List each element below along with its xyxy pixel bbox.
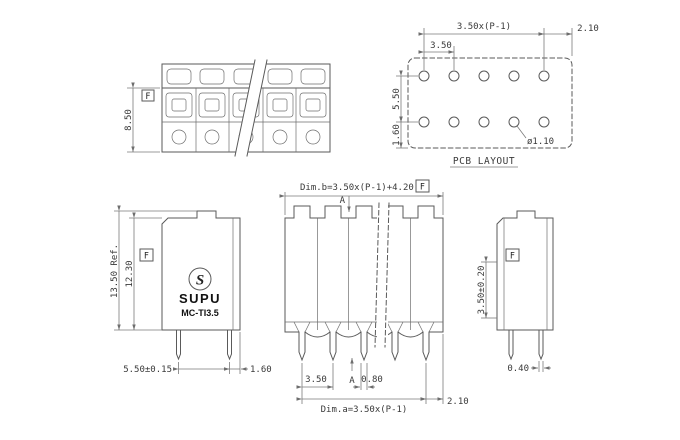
solder-pin — [391, 331, 399, 362]
dim-height-label: 8.50 — [124, 109, 134, 131]
f-mark-label: F — [510, 252, 515, 262]
dim-pin-width-label: 0.80 — [361, 375, 383, 385]
solder-pin — [227, 329, 232, 361]
f-mark-label: F — [146, 92, 151, 102]
break-line — [374, 202, 380, 348]
wire-port-circle — [171, 129, 187, 145]
pcb-hole — [538, 116, 550, 128]
pcb-hole — [478, 116, 490, 128]
f-mark-box — [415, 179, 430, 193]
model-number: MC-TI3.5 — [181, 308, 219, 318]
dim-rowgap-label: 5.50 — [392, 88, 402, 110]
dim-end-margin-label: 2.10 — [447, 397, 469, 407]
f-mark-box — [505, 248, 520, 262]
section-a-top-label: A — [340, 196, 346, 206]
dim-overall-height-label: 13.50 Ref. — [110, 244, 120, 298]
section-a-bottom-label: A — [349, 376, 355, 386]
body-bottom-profile — [284, 331, 444, 338]
break-mask — [235, 60, 267, 156]
break-mask — [377, 203, 388, 347]
pcb-hole — [448, 116, 460, 128]
f-mark-label: F — [420, 183, 425, 193]
solder-pin — [329, 331, 337, 362]
pcb-layout-view: 3.50x(P-1) 2.10 3.50 5.50 1.60 ø1.10 PCB… — [392, 22, 599, 168]
side-body-outline — [496, 210, 554, 331]
pcb-hole — [418, 70, 430, 82]
f-mark-box — [139, 248, 154, 262]
pcb-hole — [448, 70, 460, 82]
supu-logo-letter: S — [196, 273, 204, 289]
f-mark-box — [141, 89, 155, 102]
dim-end-label: 2.10 — [577, 24, 599, 34]
pcb-hole — [508, 70, 520, 82]
side-view-left: F S SUPU MC-TI3.5 13.50 Ref. 12.30 5.50±… — [110, 205, 272, 375]
hole-diameter-label: ø1.10 — [527, 137, 554, 147]
solder-pin — [422, 331, 430, 362]
solder-pin — [508, 329, 514, 361]
side-view-right: F 3.50±0.20 0.40 — [477, 210, 554, 374]
dim-pin-edge-label: 1.60 — [250, 365, 272, 375]
dim-body-height-label: 12.30 — [125, 260, 135, 287]
solder-pin — [176, 329, 181, 361]
solder-pin — [360, 331, 368, 362]
break-line — [384, 202, 390, 348]
dim-pitch-label: 3.50 — [430, 41, 452, 51]
solder-pin — [538, 329, 544, 361]
pcb-hole — [538, 70, 550, 82]
pcb-hole — [508, 116, 520, 128]
dim-pin-length-label: 3.50±0.20 — [477, 266, 487, 315]
break-line — [246, 59, 268, 157]
break-line — [234, 59, 256, 157]
dim-pin-span-label: 5.50±0.15 — [123, 365, 172, 375]
front-view-top: F 8.50 — [124, 59, 331, 157]
dim-b-label: Dim.b=3.50x(P-1)+4.20 — [300, 183, 414, 193]
brand-name: SUPU — [179, 291, 221, 306]
supu-logo-icon — [188, 267, 212, 291]
pcb-hole — [478, 70, 490, 82]
dim-span-label: 3.50x(P-1) — [457, 22, 511, 32]
dim-edge-label: 1.60 — [392, 124, 402, 146]
pcb-hole — [418, 116, 430, 128]
pcb-outline — [407, 57, 573, 149]
dim-b-callout: Dim.b=3.50x(P-1)+4.20 F — [279, 179, 444, 215]
solder-pin — [298, 331, 306, 362]
pcb-layout-title: PCB LAYOUT — [453, 156, 515, 167]
body-top-profile — [284, 205, 444, 219]
f-mark-label: F — [144, 252, 149, 262]
front-view-bottom: A A 3.50 0.80 Dim.a=3.50x(P-1) 2.10 — [284, 196, 469, 415]
housing-top-face — [161, 63, 331, 89]
dim-pin-pitch-label: 3.50 — [305, 375, 327, 385]
dim-pin-thickness-label: 0.40 — [507, 364, 529, 374]
dim-a-label: Dim.a=3.50x(P-1) — [321, 405, 408, 415]
side-body-outline — [161, 210, 241, 331]
